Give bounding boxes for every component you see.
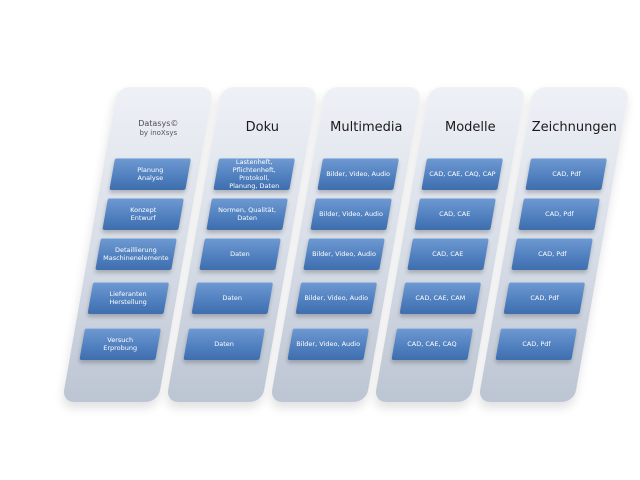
column-title: Doku (245, 120, 279, 135)
box-label: CAD, Pdf (521, 340, 551, 348)
phase-box: Lieferanten Herstellung (87, 282, 170, 314)
column-title: Datasys© (138, 118, 179, 128)
phase-box: Konzept Entwurf (102, 198, 184, 230)
box-label: CAD, CAE, CAQ, CAP (429, 170, 496, 178)
content-box: CAD, Pdf (525, 158, 608, 190)
column-subtitle: by inoXsys (139, 128, 178, 137)
content-box: CAD, CAE (407, 238, 489, 270)
phase-box: Versuch Erprobung (79, 328, 162, 360)
box-label: Konzept Entwurf (130, 206, 157, 222)
content-box: CAD, Pdf (503, 282, 586, 314)
content-box: CAD, Pdf (495, 328, 578, 360)
column-header: Multimedia (318, 108, 414, 148)
content-box: Normen, Qualität, Daten (206, 198, 288, 230)
column-header: Datasys© by inoXsys (110, 108, 206, 148)
column-title: Modelle (444, 120, 496, 135)
column-title: Multimedia (330, 120, 403, 135)
content-box: CAD, CAE, CAQ (391, 328, 474, 360)
content-box: Daten (183, 328, 266, 360)
box-label: CAD, CAE (432, 250, 464, 258)
box-label: Normen, Qualität, Daten (218, 206, 277, 222)
content-box: CAD, Pdf (518, 198, 600, 230)
content-box: Bilder, Video, Audio (287, 328, 370, 360)
box-label: Bilder, Video, Audio (312, 250, 377, 258)
content-box: CAD, Pdf (511, 238, 593, 270)
content-box: Bilder, Video, Audio (303, 238, 385, 270)
content-box: CAD, CAE, CAM (399, 282, 482, 314)
content-box: Bilder, Video, Audio (310, 198, 392, 230)
column-header: Zeichnungen (526, 108, 622, 148)
box-label: Lastenheft, Pflichtenheft, Protokoll, Pl… (229, 158, 280, 190)
content-box: CAD, CAE (414, 198, 496, 230)
content-box: Lastenheft, Pflichtenheft, Protokoll, Pl… (213, 158, 296, 190)
content-box: Bilder, Video, Audio (295, 282, 378, 314)
content-box: CAD, CAE, CAQ, CAP (421, 158, 504, 190)
content-box: Bilder, Video, Audio (317, 158, 400, 190)
box-label: Daten (214, 340, 235, 348)
box-label: Planung Analyse (137, 166, 164, 182)
column-header: Doku (214, 108, 310, 148)
phase-box: Detaillierung Maschinenelemente (95, 238, 177, 270)
box-label: CAD, CAE, CAM (415, 294, 466, 302)
box-label: Detaillierung Maschinenelemente (103, 246, 169, 262)
box-label: Bilder, Video, Audio (296, 340, 361, 348)
content-box: Daten (191, 282, 274, 314)
box-label: CAD, CAE (439, 210, 471, 218)
box-label: Lieferanten Herstellung (109, 290, 148, 306)
box-label: Bilder, Video, Audio (326, 170, 391, 178)
content-box: Daten (199, 238, 281, 270)
box-label: Bilder, Video, Audio (304, 294, 369, 302)
box-label: CAD, Pdf (544, 210, 574, 218)
box-label: CAD, Pdf (537, 250, 567, 258)
box-label: Versuch Erprobung (103, 336, 138, 352)
box-label: CAD, Pdf (551, 170, 581, 178)
box-label: CAD, CAE, CAQ (407, 340, 457, 348)
column-header: Modelle (422, 108, 518, 148)
column-title: Zeichnungen (531, 120, 617, 135)
box-label: Bilder, Video, Audio (319, 210, 384, 218)
box-label: Daten (222, 294, 243, 302)
box-label: CAD, Pdf (530, 294, 559, 302)
phase-box: Planung Analyse (109, 158, 192, 190)
box-label: Daten (230, 250, 250, 258)
